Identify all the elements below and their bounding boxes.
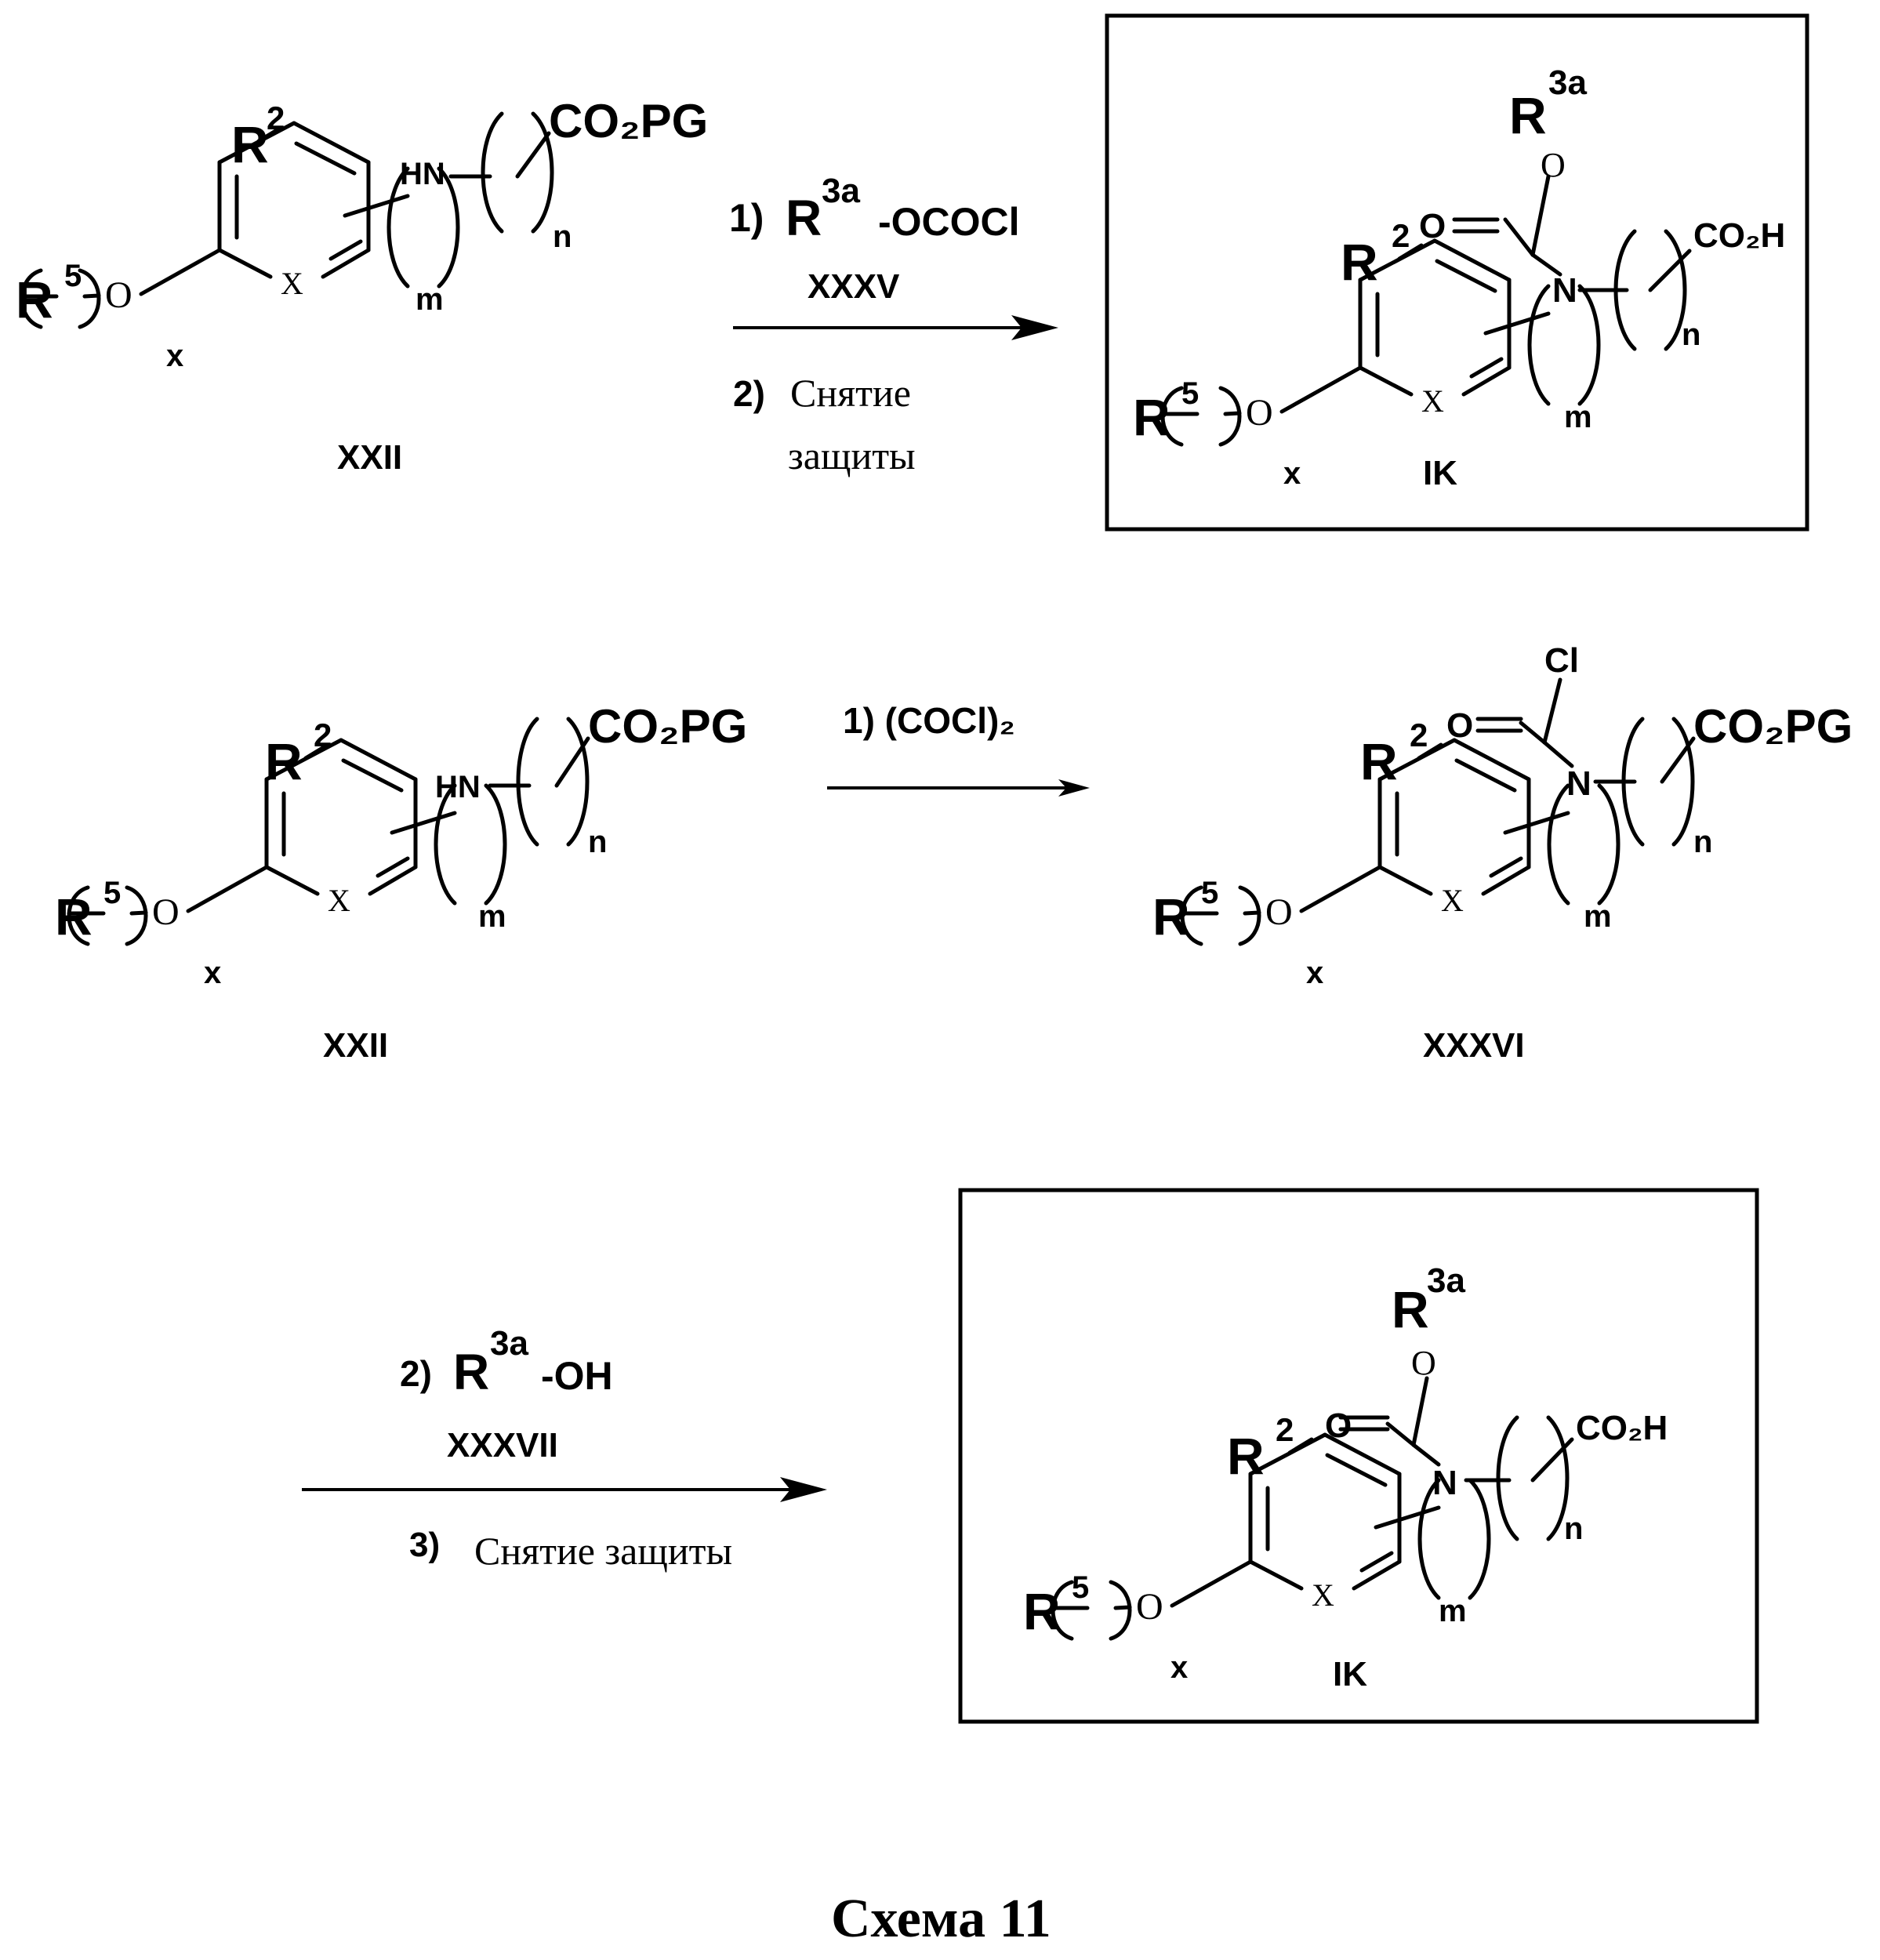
svg-text:R: R: [55, 887, 93, 946]
svg-text:O: O: [1246, 392, 1273, 434]
compound-xxxvi: R 5 O X x R 2 m N O Cl CO₂PG n: [1152, 641, 1853, 990]
reaction-2-conditions: 1) (COCl)₂: [827, 700, 1090, 797]
svg-text:3a: 3a: [1427, 1261, 1465, 1300]
svg-text:CO₂PG: CO₂PG: [549, 95, 708, 147]
svg-text:2: 2: [267, 100, 285, 136]
svg-text:5: 5: [1181, 376, 1199, 411]
svg-text:R: R: [1227, 1427, 1265, 1485]
svg-text:HN: HN: [435, 770, 481, 804]
svg-text:2: 2: [1276, 1411, 1294, 1448]
svg-text:Снятие защиты: Снятие защиты: [474, 1529, 732, 1573]
svg-text:2: 2: [1410, 717, 1428, 753]
svg-text:O: O: [1265, 891, 1293, 933]
svg-text:O: O: [105, 274, 132, 316]
svg-text:XXXV: XXXV: [808, 267, 900, 306]
svg-text:3): 3): [409, 1526, 440, 1564]
svg-text:x: x: [1306, 956, 1323, 990]
svg-text:O: O: [1446, 706, 1473, 745]
svg-text:x: x: [204, 956, 221, 990]
svg-text:X: X: [1441, 883, 1464, 918]
svg-text:R: R: [231, 115, 269, 173]
svg-text:R: R: [1133, 388, 1170, 446]
svg-text:m: m: [1439, 1594, 1467, 1628]
svg-text:XXXVII: XXXVII: [447, 1426, 558, 1465]
svg-text:HN: HN: [400, 157, 445, 191]
svg-text:5: 5: [1072, 1570, 1089, 1605]
svg-text:R: R: [786, 190, 822, 246]
svg-text:O: O: [1419, 207, 1446, 245]
svg-text:2: 2: [314, 717, 332, 753]
svg-text:x: x: [1170, 1650, 1188, 1685]
svg-text:R: R: [1152, 887, 1190, 946]
svg-text:1): 1): [729, 196, 764, 240]
svg-text:R: R: [1360, 732, 1398, 790]
svg-text:n: n: [1564, 1512, 1583, 1546]
svg-text:n: n: [553, 220, 572, 254]
svg-text:-OCOCl: -OCOCl: [878, 200, 1020, 244]
svg-text:-OH: -OH: [541, 1354, 613, 1398]
svg-text:X: X: [328, 883, 350, 918]
reaction-3-conditions: 2) R 3a -OH XXXVII 3) Снятие защиты: [302, 1324, 827, 1573]
svg-text:R: R: [1341, 233, 1378, 291]
svg-text:N: N: [1566, 764, 1591, 803]
svg-text:n: n: [588, 825, 607, 859]
svg-text:X: X: [1312, 1577, 1334, 1613]
svg-text:Cl: Cl: [1544, 641, 1579, 680]
svg-text:N: N: [1552, 271, 1577, 310]
scheme-caption: Схема 11: [831, 1889, 1051, 1949]
svg-text:N: N: [1432, 1464, 1457, 1502]
svg-text:n: n: [1693, 825, 1712, 859]
label-xxii-top: XXII: [337, 438, 402, 477]
svg-text:R: R: [1509, 86, 1547, 144]
svg-text:5: 5: [103, 876, 121, 910]
svg-text:O: O: [152, 891, 180, 933]
label-xxii-middle: XXII: [323, 1026, 388, 1065]
svg-text:R: R: [1023, 1582, 1061, 1640]
svg-text:защиты: защиты: [788, 434, 916, 477]
compound-xxii-top: R 5 O X x R 2 m HN CO₂PG n: [16, 95, 708, 373]
svg-text:2): 2): [733, 373, 765, 414]
svg-text:2: 2: [1392, 217, 1410, 254]
svg-text:m: m: [416, 282, 444, 317]
svg-text:CO₂H: CO₂H: [1576, 1409, 1668, 1447]
svg-text:n: n: [1682, 318, 1700, 352]
svg-text:R: R: [16, 270, 53, 328]
svg-text:5: 5: [1201, 876, 1218, 910]
label-xxxvi: XXXVI: [1423, 1026, 1525, 1065]
label-ik-top: IK: [1423, 454, 1457, 492]
svg-text:CO₂H: CO₂H: [1693, 216, 1785, 255]
reaction-1-conditions: 1) R 3a -OCOCl XXXV 2) Снятие защиты: [729, 172, 1058, 477]
svg-text:Снятие: Снятие: [790, 371, 911, 415]
svg-text:3a: 3a: [822, 172, 860, 210]
svg-text:x: x: [166, 339, 183, 373]
svg-text:X: X: [1421, 383, 1444, 419]
svg-text:1) (COCl)₂: 1) (COCl)₂: [843, 700, 1015, 741]
svg-text:x: x: [1283, 456, 1301, 491]
compound-ik-bottom: R 5 O X x R 2 m N O O R 3a CO₂H n: [1023, 1261, 1668, 1685]
compound-xxii-middle: R 5 O X x R 2 m HN CO₂PG n: [55, 700, 747, 990]
svg-text:3a: 3a: [490, 1324, 528, 1363]
svg-text:X: X: [281, 266, 303, 301]
compound-ik-top: R 5 O X x R 2 m N O O R 3a CO₂H n: [1133, 64, 1785, 491]
svg-text:3a: 3a: [1548, 64, 1587, 102]
svg-text:O: O: [1541, 146, 1566, 184]
svg-text:m: m: [1584, 899, 1612, 934]
svg-text:5: 5: [64, 259, 82, 293]
svg-text:R: R: [265, 732, 303, 790]
product-box-ik-bottom: [960, 1190, 1757, 1722]
svg-text:CO₂PG: CO₂PG: [588, 700, 747, 753]
svg-text:O: O: [1411, 1344, 1436, 1382]
svg-text:2): 2): [400, 1353, 432, 1394]
svg-text:R: R: [1392, 1280, 1429, 1338]
svg-text:O: O: [1136, 1586, 1163, 1628]
svg-text:CO₂PG: CO₂PG: [1693, 700, 1853, 753]
label-ik-bottom: IK: [1333, 1655, 1367, 1693]
svg-text:m: m: [1564, 400, 1592, 434]
svg-text:R: R: [453, 1344, 489, 1400]
svg-text:O: O: [1325, 1406, 1352, 1445]
svg-text:m: m: [478, 899, 506, 934]
